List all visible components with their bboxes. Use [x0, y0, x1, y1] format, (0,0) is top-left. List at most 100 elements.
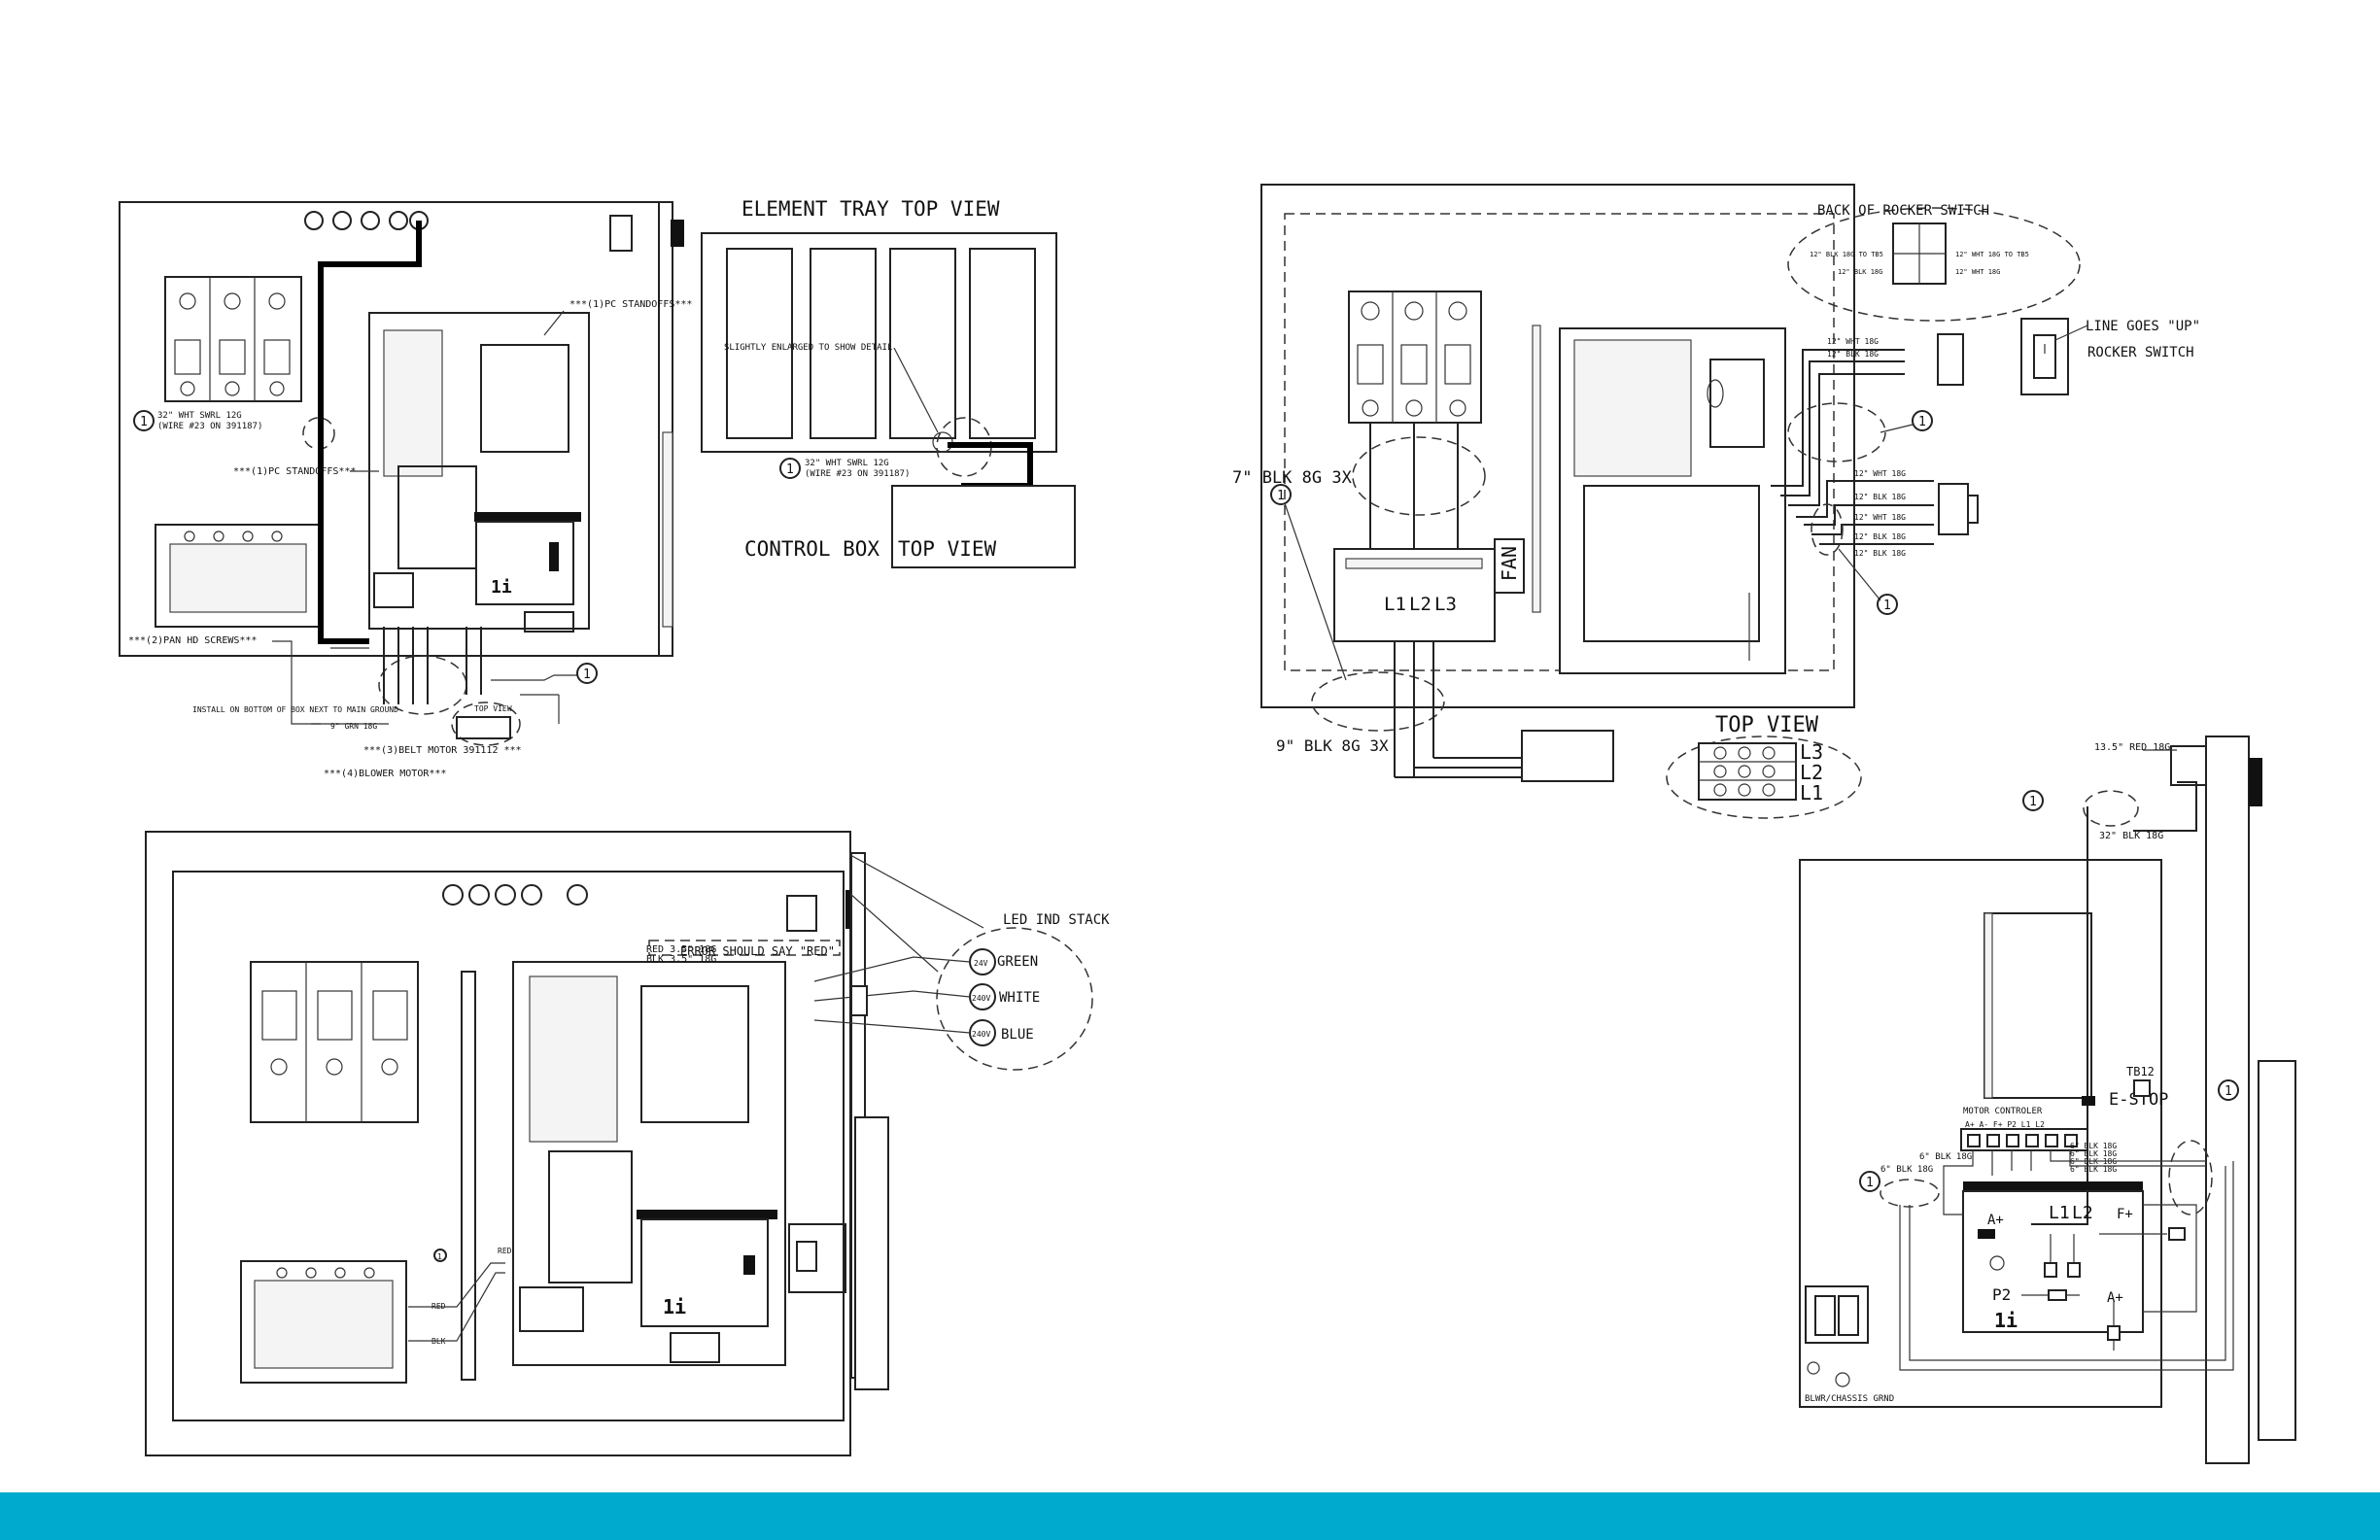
callout-4c: 1 — [1866, 1176, 1874, 1190]
callout-4b: 1 — [2225, 1084, 2232, 1099]
green-label: GREEN — [997, 954, 1038, 970]
callout-2b: 1 — [1918, 415, 1926, 429]
callout-1c: 1 — [583, 667, 591, 682]
mc-a-plus-2: A+ — [2107, 1290, 2123, 1306]
switch-wire-2: 12" BLK 18G — [1827, 350, 1879, 359]
pan-hd-screws-label: ***(2)PAN HD SCREWS*** — [128, 635, 257, 646]
contactor-l2: L2 — [1409, 594, 1431, 615]
callout-2a: 1 — [1277, 489, 1285, 503]
svg-text:1i: 1i — [663, 1295, 686, 1318]
control-box-label: CONTROL BOX — [744, 537, 880, 561]
standoffs-mid-label: ***(1)PC STANDOFFS*** — [233, 466, 356, 477]
blk-wire-18g: 32" BLK 18G — [2099, 831, 2163, 841]
terminal-l1: L1 — [1800, 781, 1823, 804]
switch-wire-7: 12" BLK 18G — [1854, 549, 1906, 558]
callout-4a: 1 — [2029, 795, 2037, 809]
breaker-block-1 — [164, 276, 302, 402]
grn-wire-label: 9" GRN 18G — [330, 722, 377, 731]
callout-3a: 1 — [437, 1252, 442, 1261]
relay-block-1 — [155, 524, 322, 628]
white-label: WHITE — [999, 990, 1040, 1006]
seven-blk-label: 7" BLK 8G 3X — [1232, 468, 1353, 488]
wire-note-1-line1: 32" WHT SWRL 12G — [157, 411, 242, 421]
breaker-block-3 — [250, 961, 419, 1123]
control-box-top-view — [891, 485, 1076, 568]
element-tray-top-view — [701, 232, 1057, 477]
wire-note-1-line2: (WIRE #23 ON 391187) — [157, 422, 262, 431]
v24-label: 24V — [974, 959, 988, 968]
rocker-switch-front — [2020, 318, 2069, 395]
blue-label: BLUE — [1001, 1027, 1034, 1043]
diagram-control-box-bottom-left: RED BLK RED 1i RED 3.5" 18G BLK 3.5" 18G… — [145, 831, 1110, 1456]
led-stack-label: LED IND STACK — [1003, 912, 1110, 928]
mc-p2: P2 — [1992, 1285, 2011, 1304]
blower-motor-label: ***(4)BLOWER MOTOR*** — [324, 769, 446, 779]
fan-box — [1494, 538, 1525, 594]
line-goes-up-label: LINE GOES "UP" — [2086, 319, 2200, 334]
mc-a-plus: A+ — [1987, 1213, 2004, 1228]
small-top-view-label: TOP VIEW — [474, 704, 512, 713]
relay-block-3 — [240, 1260, 407, 1384]
led-indicator-row-3 — [442, 884, 588, 906]
detail-note: SLIGHTLY ENLARGED TO SHOW DETAIL — [724, 343, 892, 353]
contactor-l1: L1 — [1384, 594, 1406, 615]
switch-wire-3: 12" WHT 18G — [1854, 469, 1906, 478]
motor-controller-label: MOTOR CONTROLER — [1963, 1107, 2043, 1116]
wire-bundle-bottom-1 — [383, 627, 482, 704]
six-blk-1: 6" BLK 18G — [2070, 1142, 2117, 1150]
estop-label: E-STOP — [2109, 1090, 2168, 1110]
control-box-top-view-label: TOP VIEW — [898, 537, 997, 561]
v240a-label: 240V — [972, 994, 990, 1003]
mc-l2: L2 — [2072, 1203, 2093, 1223]
blk-wire-label: BLK 3.5" 18G — [646, 954, 716, 965]
switch-wire-6: 12" BLK 18G — [1854, 532, 1906, 541]
six-blk-b: 6" BLK 18G — [1880, 1165, 1933, 1175]
v240b-label: 240V — [972, 1030, 990, 1039]
terminals-label: A+ A- F+ P2 L1 L2 — [1965, 1120, 2045, 1129]
belt-motor-label: ***(3)BELT MOTOR 391112 *** — [363, 745, 522, 756]
pcb-board-2 — [1559, 327, 1786, 674]
contactor-l3: L3 — [1434, 594, 1457, 615]
diagram-control-box-top-right: BACK OF ROCKER SWITCH 12" BLK 18G TO TB5… — [1232, 184, 2200, 819]
blwr-chassis-label: BLWR/CHASSIS GRND — [1805, 1394, 1894, 1404]
blk-18g-label: 12" BLK 18G — [1838, 268, 1882, 276]
terminal-top-view-label: TOP VIEW — [1715, 713, 1819, 737]
install-note: INSTALL ON BOTTOM OF BOX NEXT TO MAIN GR… — [192, 705, 398, 714]
wire-note-2-line2: (WIRE #23 ON 391187) — [805, 469, 910, 479]
terminal-l2: L2 — [1800, 761, 1823, 784]
callout-1a: 1 — [140, 415, 148, 429]
terminal-l3: L3 — [1800, 740, 1823, 764]
callout-1b: 1 — [786, 462, 794, 477]
diagram-control-box-top-left: 1 32" WHT SWRL 12G (WIRE #23 ON 391187) … — [119, 197, 1076, 779]
mc-f-plus: F+ — [2117, 1207, 2133, 1222]
pcb-board-1: 1i — [368, 312, 590, 633]
standoffs-top-label: ***(1)PC STANDOFFS*** — [569, 299, 692, 310]
pcb-board-3: 1i — [512, 961, 786, 1366]
rocker-switch-label: ROCKER SWITCH — [2087, 345, 2194, 360]
svg-text:1i: 1i — [491, 577, 512, 598]
six-blk-a: 6" BLK 18G — [1919, 1152, 1972, 1162]
nine-blk-label: 9" BLK 8G 3X — [1276, 736, 1389, 755]
switch-wire-4: 12" BLK 18G — [1854, 493, 1906, 501]
red-label-pcb: RED — [498, 1247, 512, 1255]
switch-wire-5: 12" WHT 18G — [1854, 513, 1906, 522]
red-wire-18g: 13.5" RED 18G — [2094, 742, 2170, 753]
wht-18g-label: 12" WHT 18G — [1955, 268, 2000, 276]
blk-to-tb5: 12" BLK 18G TO TB5 — [1810, 251, 1883, 258]
motor-controller-board: A+ L1 L2 F+ P2 1i A+ — [1962, 1181, 2144, 1351]
wire-note-2-line1: 32" WHT SWRL 12G — [805, 459, 889, 468]
terminal-block-top — [1698, 742, 1797, 801]
six-blk-2: 6" BLK 18G — [2070, 1149, 2117, 1158]
fan-label: FAN — [1498, 546, 1521, 581]
six-blk-4: 6" BLK 18G — [2070, 1165, 2117, 1174]
svg-text:1i: 1i — [1994, 1309, 2018, 1332]
diagram-control-box-bottom-right: 13.5" RED 18G 1 32" BLK 18G TB12 E-STOP … — [1799, 736, 2296, 1464]
callout-2c: 1 — [1883, 599, 1891, 613]
tb12-label: TB12 — [2126, 1065, 2155, 1078]
switch-wire-1: 12" WHT 18G — [1827, 337, 1879, 346]
element-tray-title: ELEMENT TRAY TOP VIEW — [742, 197, 1000, 221]
footer-bar — [0, 1492, 2380, 1540]
wht-to-tb5: 12" WHT 18G TO TB5 — [1955, 251, 2029, 258]
red-wire-label: RED 3.5" 18G — [646, 944, 716, 955]
